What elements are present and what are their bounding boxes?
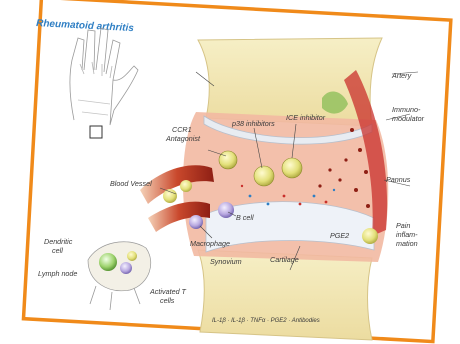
label-activated-t-1: Activated T	[149, 287, 187, 296]
cell-ccr1-target	[219, 151, 237, 169]
synovium-cell	[362, 228, 378, 244]
label-lymph-node: Lymph node	[38, 269, 77, 278]
label-b-cell: B cell	[236, 213, 254, 222]
label-dendritic-2: cell	[52, 246, 63, 255]
label-p38: p38 inhibitors	[231, 119, 275, 128]
label-artery: Artery	[391, 71, 412, 80]
activated-t-cell-1	[120, 262, 132, 274]
label-dendritic-1: Dendritic	[44, 237, 73, 246]
cell-p38-target	[254, 166, 274, 186]
label-immunomodulator-2: modulator	[392, 114, 425, 123]
label-activated-t-2: cells	[160, 296, 175, 305]
activated-t-cell-2	[127, 251, 137, 261]
label-synovium: Synovium	[210, 257, 242, 266]
label-ice: ICE inhibitor	[286, 113, 326, 122]
label-pain-3: mation	[396, 239, 418, 248]
label-pannus: Pannus	[386, 175, 411, 184]
label-immunomodulator-1: Immuno-	[392, 105, 421, 114]
label-pge2: PGE2	[330, 231, 349, 240]
label-cartilage: Cartilage	[270, 255, 299, 264]
cell-ice-target	[282, 158, 302, 178]
label-bottom-legend: IL-1β · IL-1β · TNFα · PGE2 · Antibodies	[212, 318, 320, 324]
label-ccr1-1: CCR1	[172, 125, 192, 134]
migrating-cell-2	[180, 180, 192, 192]
migrating-cell	[163, 189, 177, 203]
label-ccr1-2: Antagonist	[165, 134, 201, 143]
b-cell	[218, 202, 234, 218]
dendritic-cell	[99, 253, 117, 271]
label-pain-2: inflam-	[396, 230, 418, 239]
label-macrophage: Macrophage	[190, 239, 230, 248]
label-pain-1: Pain	[396, 221, 410, 230]
label-blood-vessel: Blood Vessel	[110, 179, 152, 188]
